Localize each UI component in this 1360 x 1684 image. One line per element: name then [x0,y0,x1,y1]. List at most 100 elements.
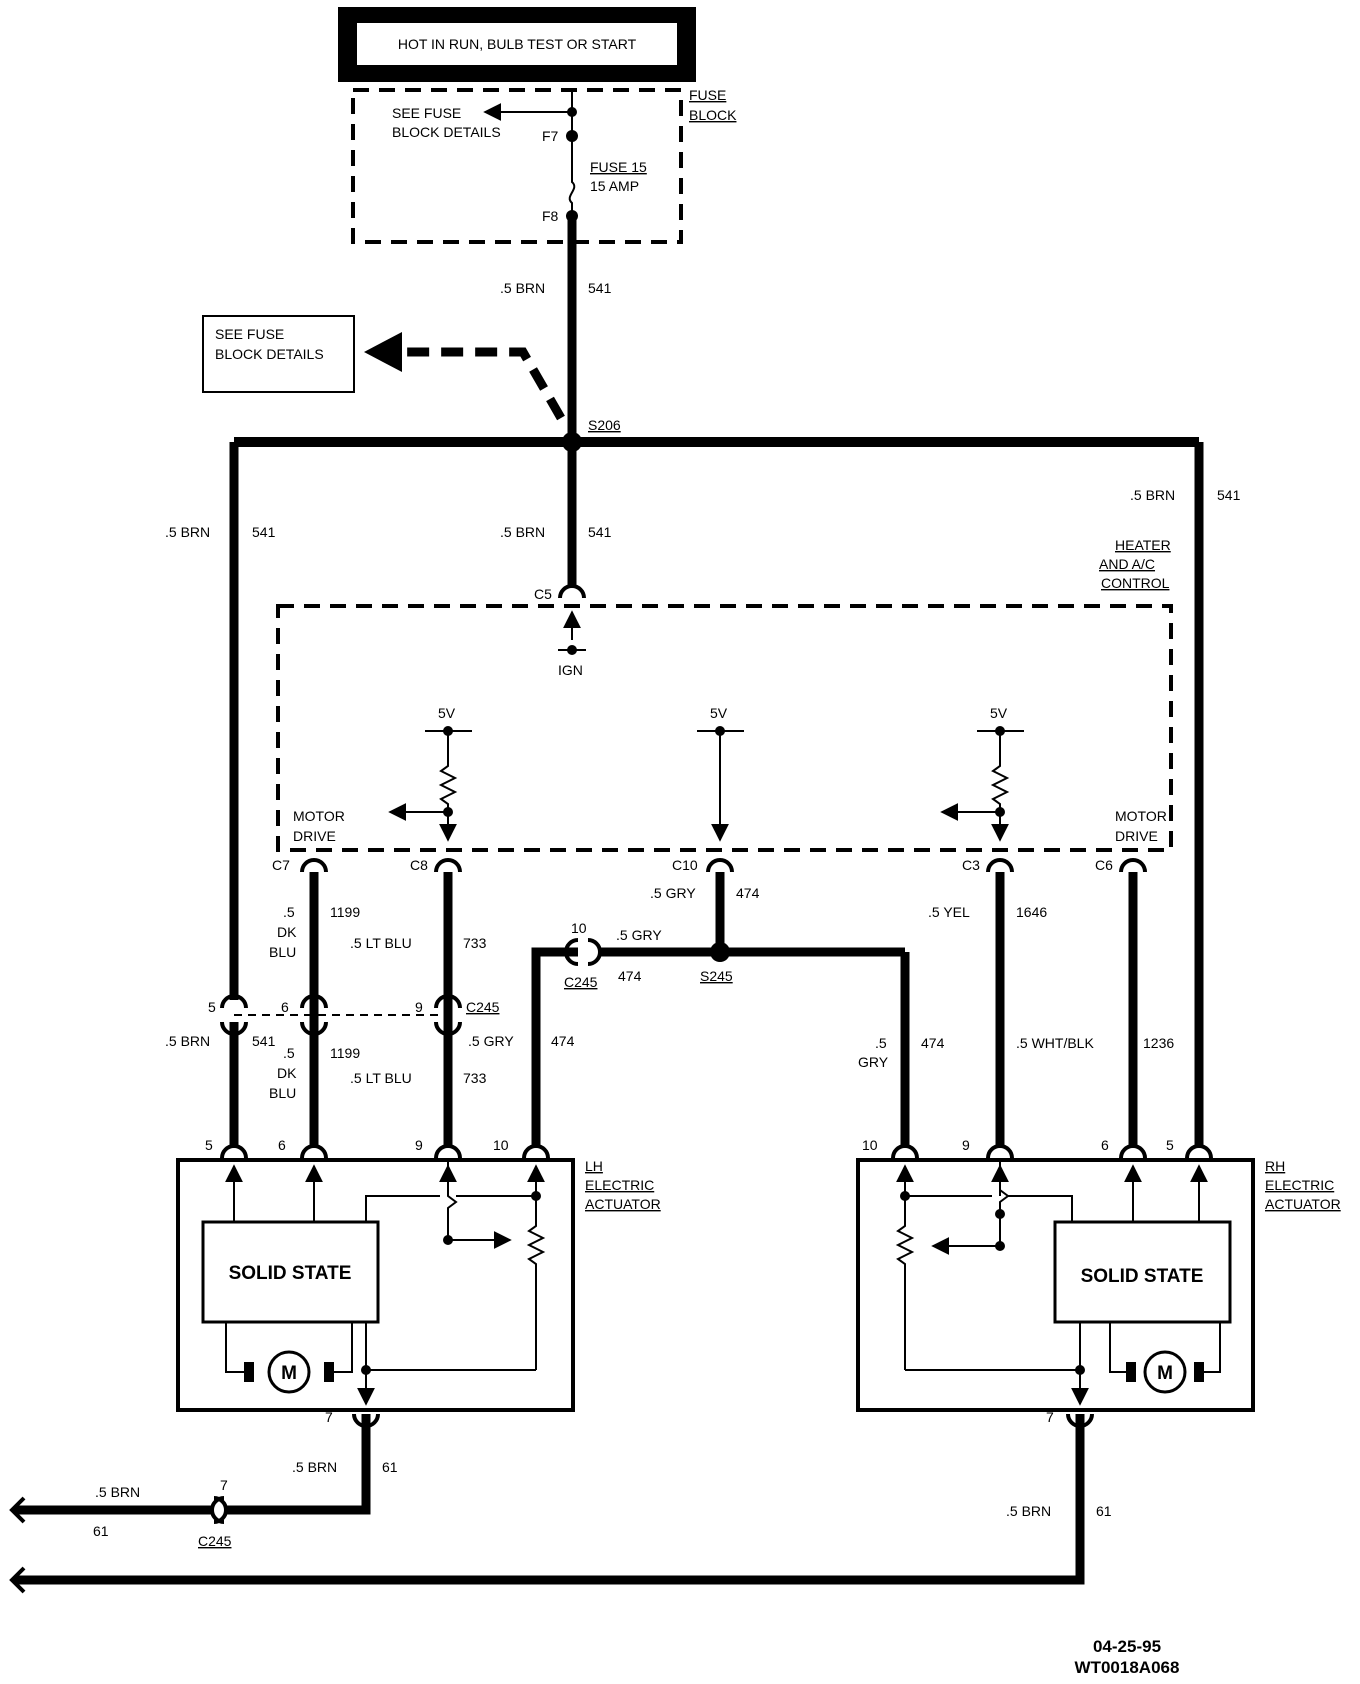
fuse-see-details-2: BLOCK DETAILS [392,124,501,140]
lh-solid-state-label: SOLID STATE [229,1263,352,1284]
yel-1646-gauge: .5 YEL [928,904,970,920]
yel-1646-circuit: 1646 [1016,904,1047,920]
left-541-circuit: 541 [252,524,276,540]
gry-474-lower-gauge: .5 GRY [468,1033,514,1049]
dkblu-1199-lower-gauge: .5 [283,1045,295,1061]
rh-pin-5: 5 [1166,1137,1174,1153]
center-541-circuit: 541 [588,524,612,540]
connector-c6-label: C6 [1095,857,1113,873]
c245-pin6: 6 [281,999,289,1015]
motor-drive-right-1: MOTOR [1115,808,1167,824]
fuse-see-details-1: SEE FUSE [392,105,461,121]
gry-474-lower-circuit: 474 [551,1033,575,1049]
dkblu-1199-color1: DK [277,924,297,940]
hvac-title-3: CONTROL [1101,575,1170,591]
rh-actuator-name-3: ACTUATOR [1265,1196,1341,1212]
lh-feedback-potentiometer [526,1196,546,1370]
whtblk-1236-gauge: .5 WHT/BLK [1016,1035,1094,1051]
c245-pin9: 9 [415,999,423,1015]
wire-brn-61-rh [14,1414,1085,1585]
connector-c10 [706,858,734,873]
five-volt-c8: 5V [438,705,456,721]
see-details-arrowhead [364,332,402,372]
footer-code: WT0018A068 [1075,1658,1180,1677]
rh-ground-pin: 7 [1046,1409,1054,1425]
c245-inline-name: C245 [466,999,500,1015]
center-541-gauge: .5 BRN [500,524,545,540]
hvac-control-module: HEATER AND A/C CONTROL C5 IGN 5V 5V 5V M… [276,537,1173,852]
rh-pin-9: 9 [962,1137,970,1153]
feed-wire-gauge: .5 BRN [500,280,545,296]
fuse-block-label-2: BLOCK [689,107,737,123]
lh-actuator-name-1: LH [585,1158,603,1174]
footer-date: 04-25-95 [1093,1637,1161,1656]
see-fuse-details-box: SEE FUSE BLOCK DETAILS [202,315,355,393]
connector-c3-label: C3 [962,857,980,873]
motor-drive-left-1: MOTOR [293,808,345,824]
hvac-title-1: HEATER [1115,537,1171,553]
rh-pin-6: 6 [1101,1137,1109,1153]
hvac-title-2: AND A/C [1099,556,1155,572]
gry-474-mid-circuit: 474 [618,968,642,984]
c245-pin10-label: 10 [571,920,587,936]
resistor-c3 [990,731,1010,812]
connector-c7 [300,858,328,873]
right-541-circuit: 541 [1217,487,1241,503]
dkblu-1199-lower-circuit: 1199 [330,1045,360,1061]
five-volt-c10: 5V [710,705,728,721]
brn-61-lh-gauge: .5 BRN [292,1459,337,1475]
dkblu-1199-lower-color1: DK [277,1065,297,1081]
terminal-f8-label: F8 [542,208,559,224]
c245-pin5: 5 [208,999,216,1015]
lh-pin-5: 5 [205,1137,213,1153]
lh-solid-state-box [201,1220,380,1324]
terminal-f7-label: F7 [542,128,559,144]
lh-pin-6: 6 [278,1137,286,1153]
rh-solid-state-label: SOLID STATE [1081,1266,1204,1287]
brn-61-rh-circuit: 61 [1096,1503,1112,1519]
five-volt-c3: 5V [990,705,1008,721]
lh-actuator-name-3: ACTUATOR [585,1196,661,1212]
fuse-name: FUSE 15 [590,159,647,175]
power-source-box: HOT IN RUN, BULB TEST OR START [338,7,696,82]
gry-474-right-gauge: .5 [875,1035,887,1051]
gry-474-right-circuit: 474 [921,1035,945,1051]
connector-c6 [1119,858,1147,873]
ltblu-733-lower-gauge: .5 LT BLU [350,1070,412,1086]
feed-wire-circuit: 541 [588,280,612,296]
lh-electric-actuator: LH ELECTRIC ACTUATOR 5 6 9 10 SOLID STAT… [176,1137,661,1428]
lh-ground-pin: 7 [325,1409,333,1425]
fuse-rating: 15 AMP [590,178,639,194]
left-541-lower-gauge: .5 BRN [165,1033,210,1049]
splice-s245 [710,942,730,962]
rh-pin-10: 10 [862,1137,878,1153]
ign-label: IGN [558,662,583,678]
connector-c7-label: C7 [272,857,290,873]
gry-474-right-color: GRY [858,1054,889,1070]
control-connectors: C7 C8 C10 C3 C6 [272,857,1147,873]
c245-pin7-name: C245 [198,1533,232,1549]
c245-pin10-connector [587,938,602,966]
wire-brn-61-lh [225,1414,371,1515]
motor-drive-left-2: DRIVE [293,828,336,844]
see-details-dashed-arrow [405,347,565,421]
connector-c10-label: C10 [672,857,698,873]
lh-motor-icon [267,1350,311,1394]
splice-s245-label: S245 [700,968,733,984]
c245-pin7-label: 7 [220,1477,228,1493]
rh-actuator-name-1: RH [1265,1158,1285,1174]
ltblu-733-gauge: .5 LT BLU [350,935,412,951]
gry-474-mid-gauge: .5 GRY [616,927,662,943]
connector-c8-label: C8 [410,857,428,873]
lh-motor-label: M [281,1363,297,1384]
dkblu-1199-color2: BLU [269,944,296,960]
ltblu-733-lower-circuit: 733 [463,1070,487,1086]
dkblu-1199-gauge: .5 [283,904,295,920]
lh-pin-10: 10 [493,1137,509,1153]
rh-feedback-potentiometer [895,1196,915,1370]
rh-motor-icon [1143,1350,1187,1394]
brn-61-rh-gauge: .5 BRN [1006,1503,1051,1519]
wire-gry-474-lower [531,947,578,1145]
rh-motor-label: M [1157,1363,1173,1384]
